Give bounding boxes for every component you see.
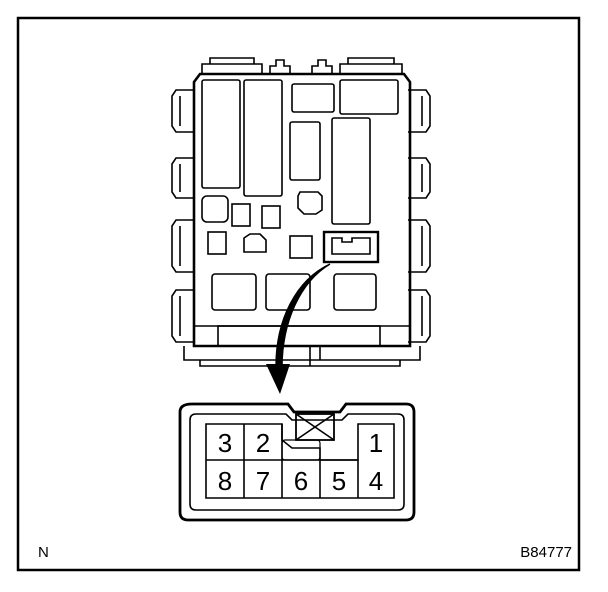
small-part-1 (297, 191, 323, 215)
figure-code-label: B84777 (520, 544, 572, 561)
figure-frame (16, 16, 581, 572)
pin-1-label: 1 (369, 428, 383, 458)
target-connector-socket (322, 230, 380, 264)
junction-block-body (192, 72, 412, 348)
top-clips (201, 57, 403, 74)
small-fuse-2 (261, 205, 281, 229)
corner-label-n: N (38, 544, 49, 561)
pin-6-label: 6 (294, 466, 308, 496)
pointer-arrow (266, 263, 331, 394)
relay-lower-3 (333, 273, 377, 311)
arrow-head (266, 364, 290, 394)
small-fuse-3 (207, 231, 227, 255)
relay-small-top-2 (339, 79, 399, 115)
relay-large-2 (243, 79, 283, 197)
left-side-tabs (171, 89, 194, 343)
pin-3-label: 3 (218, 428, 232, 458)
round-relay (201, 195, 229, 223)
fuse-block (289, 121, 321, 181)
pin-8-label: 8 (218, 466, 232, 496)
pin-7-label: 7 (256, 466, 270, 496)
small-fuse-1 (231, 203, 251, 227)
junction-block (171, 57, 431, 367)
relay-tall (331, 117, 371, 225)
relay-lower-2 (265, 273, 311, 311)
small-part-2 (243, 233, 267, 253)
pin-2-label: 2 (256, 428, 270, 458)
right-side-tabs (408, 89, 431, 343)
relay-lower-1 (211, 273, 257, 311)
small-fuse-4 (289, 235, 313, 259)
relay-small-top-1 (291, 83, 335, 113)
pin-5-label: 5 (332, 466, 346, 496)
relay-large-1 (201, 79, 241, 189)
pin-4-label: 4 (369, 466, 383, 496)
connector-face: 3 2 1 8 7 6 5 4 (178, 402, 416, 522)
lock-icon (295, 413, 335, 441)
